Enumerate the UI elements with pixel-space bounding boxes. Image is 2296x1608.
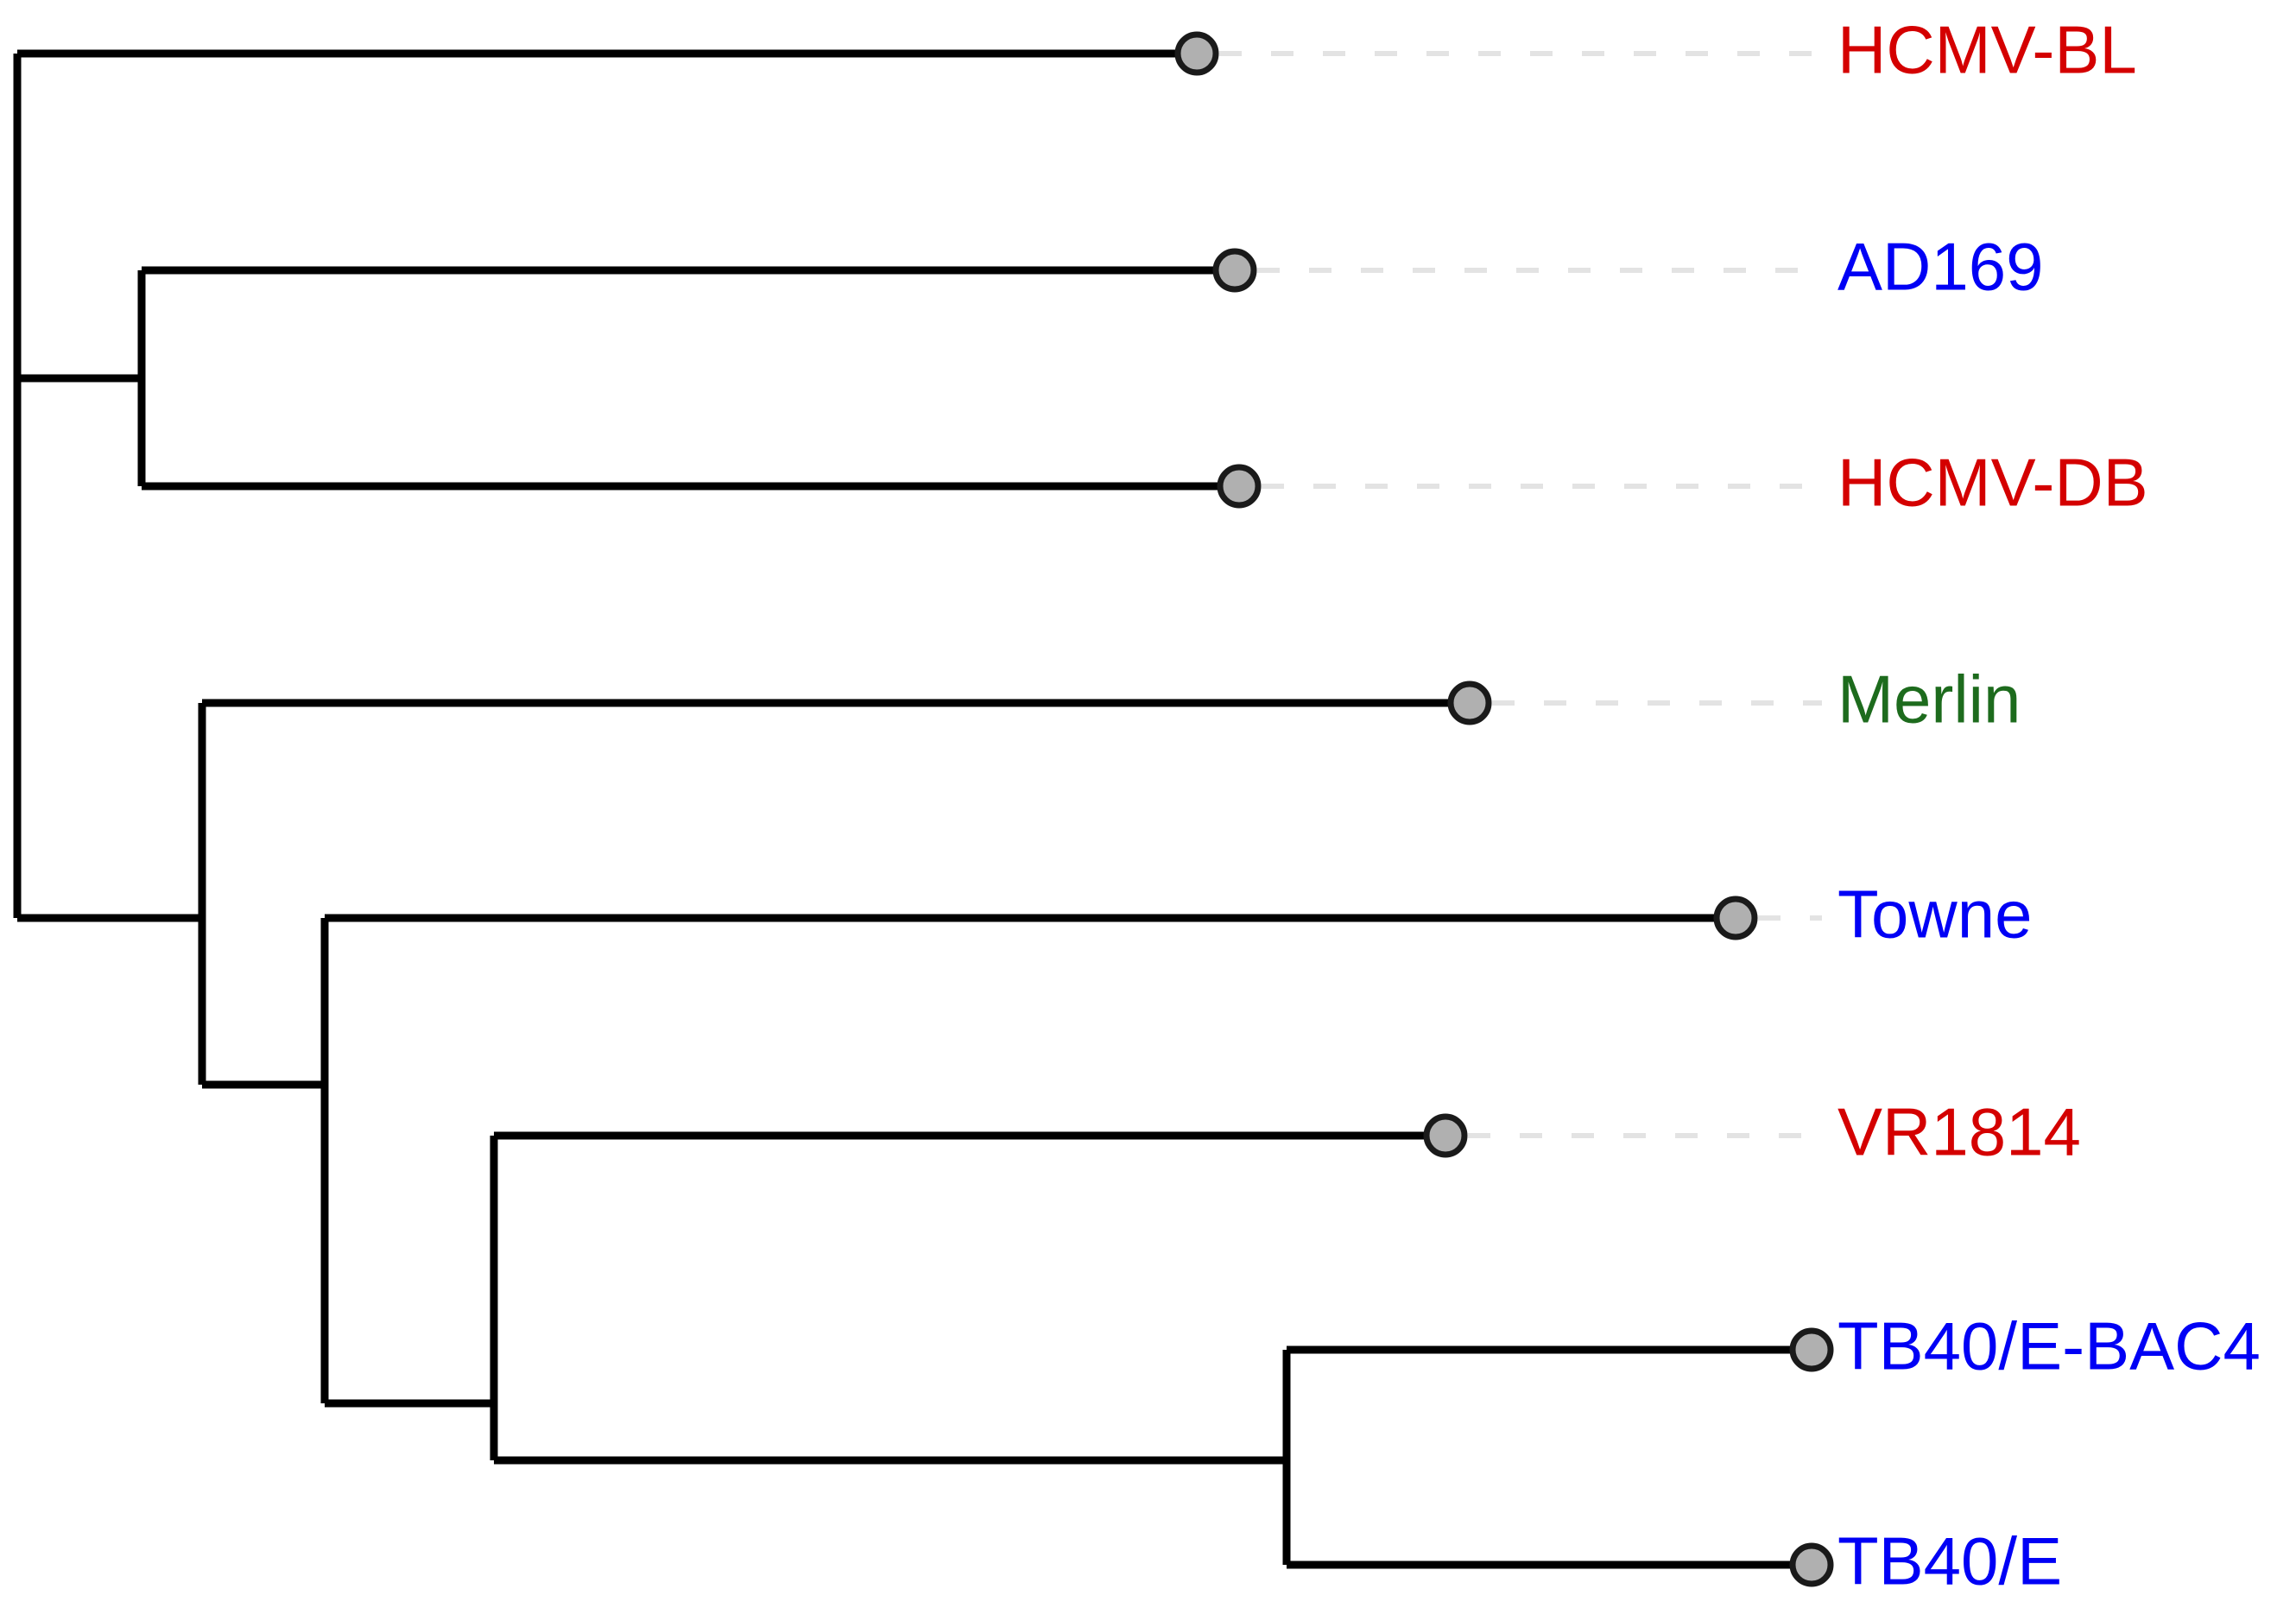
tip-node-circle-merlin[interactable] bbox=[1447, 681, 1492, 725]
tip-node-circle-hcmv-db[interactable] bbox=[1217, 464, 1262, 509]
branch-lines-group bbox=[13, 49, 1812, 1569]
tip-node-circle-towne[interactable] bbox=[1713, 896, 1758, 940]
tip-node-circle-tb40-e[interactable] bbox=[1789, 1542, 1834, 1587]
tip-label-towne: Towne bbox=[1837, 877, 2032, 953]
tip-label-vr1814: VR1814 bbox=[1837, 1094, 2081, 1170]
tip-node-circle-ad169[interactable] bbox=[1212, 248, 1257, 293]
tip-node-circle-vr1814[interactable] bbox=[1423, 1113, 1468, 1158]
tip-label-merlin: Merlin bbox=[1837, 662, 2021, 738]
tip-label-ad169: AD169 bbox=[1837, 229, 2044, 305]
tip-label-hcmv-db: HCMV-DB bbox=[1837, 445, 2148, 521]
tip-node-circles-group bbox=[1174, 31, 1834, 1587]
tip-node-circle-tb40-e-bac4[interactable] bbox=[1789, 1327, 1834, 1372]
tip-label-hcmv-bl: HCMV-BL bbox=[1837, 12, 2137, 88]
tip-connector-dashes-group bbox=[1219, 51, 1822, 1138]
tip-label-tb40-e: TB40/E bbox=[1837, 1523, 2062, 1599]
tip-node-circle-hcmv-bl[interactable] bbox=[1174, 31, 1219, 76]
tip-label-tb40-e-bac4: TB40/E-BAC4 bbox=[1837, 1308, 2261, 1384]
